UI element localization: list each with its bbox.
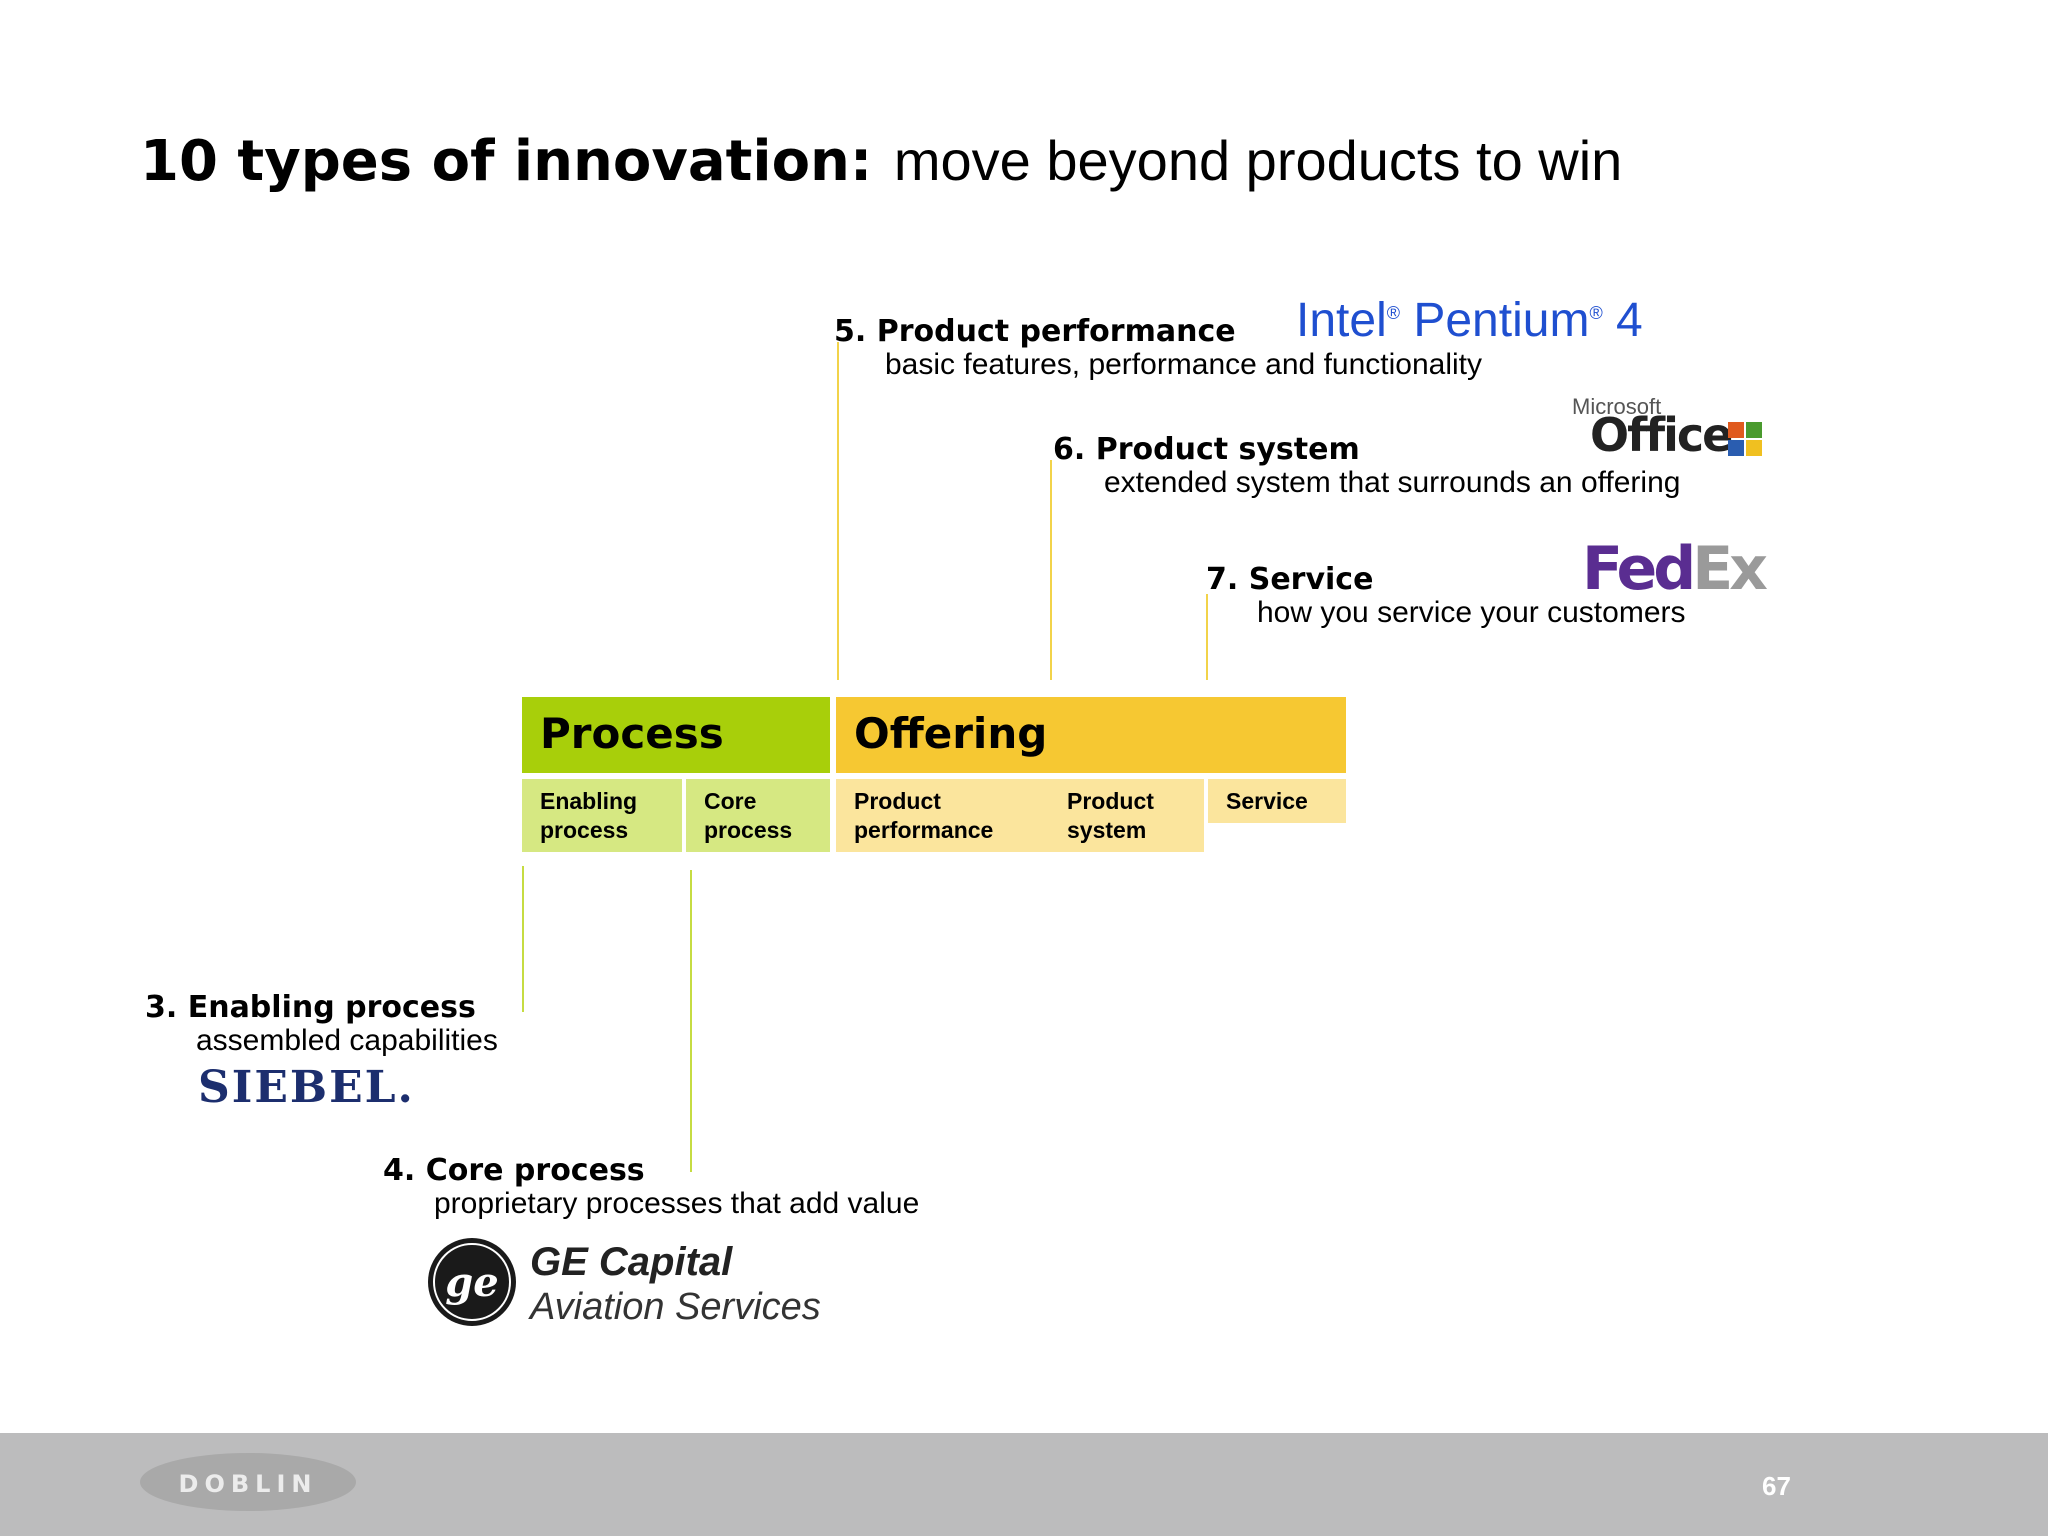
ge-logo-line2: Aviation Services: [530, 1286, 821, 1328]
intel-brand: Intel: [1296, 294, 1387, 347]
doblin-logo-text: DOBLIN: [178, 1470, 318, 1498]
pentium-reg-mark: ®: [1589, 303, 1603, 323]
process-block: Process: [522, 697, 830, 773]
connector-product-system: [1050, 460, 1052, 680]
process-block-label: Process: [540, 709, 724, 758]
connector-core-process: [690, 870, 692, 1172]
subcell-performance-line2: performance: [854, 817, 994, 843]
office-puzzle-icon: [1728, 422, 1762, 456]
subcell-product-performance-and-system: Product performance Product system: [836, 779, 1204, 852]
slide-title-bold: 10 types of innovation:: [140, 129, 873, 194]
subcell-core-process: Core process: [686, 779, 830, 852]
category-desc-product-system: extended system that surrounds an offeri…: [1104, 466, 1681, 499]
doblin-logo: DOBLIN: [140, 1453, 356, 1511]
category-desc-service: how you service your customers: [1257, 596, 1686, 629]
ge-monogram-icon: ge: [428, 1238, 516, 1326]
connector-service: [1206, 594, 1208, 680]
subcell-system-line1: Product: [1067, 788, 1154, 814]
office-logo-product: Office: [1590, 408, 1733, 462]
subcell-core-line2: process: [704, 817, 793, 843]
subcell-service: Service: [1208, 779, 1346, 823]
category-desc-product-performance: basic features, performance and function…: [885, 348, 1482, 381]
category-desc-enabling-process: assembled capabilities: [196, 1024, 498, 1057]
slide-title-rest: move beyond products to win: [893, 129, 1623, 192]
category-head-product-system: 6. Product system: [1053, 432, 1360, 467]
subcell-enabling-line1: Enabling: [540, 788, 638, 814]
page-number: 67: [1762, 1471, 1791, 1501]
category-head-enabling-process: 3. Enabling process: [145, 990, 476, 1025]
microsoft-office-logo: Microsoft Office: [1570, 394, 1766, 464]
subcell-product-performance: Product performance: [854, 787, 993, 845]
subcell-product-system: Product system: [1067, 787, 1154, 845]
subcell-system-line2: system: [1067, 817, 1147, 843]
fedex-logo-part2: Ex: [1692, 534, 1768, 604]
svg-text:ge: ge: [445, 1259, 498, 1306]
intel-pentium-logo: Intel® Pentium® 4: [1296, 293, 1643, 348]
subcell-enabling-process: Enabling process: [522, 779, 682, 852]
slide-footer: DOBLIN 67: [0, 1433, 2048, 1536]
intel-reg-mark: ®: [1386, 303, 1400, 323]
fedex-logo-part1: Fed: [1582, 534, 1696, 604]
subcell-service-line1: Service: [1226, 788, 1308, 814]
subcell-performance-line1: Product: [854, 788, 941, 814]
ge-logo-line1: GE Capital: [530, 1240, 733, 1284]
category-head-service: 7. Service: [1206, 562, 1374, 597]
intel-product: Pentium: [1413, 294, 1590, 347]
category-head-core-process: 4. Core process: [383, 1153, 645, 1188]
ge-capital-logo: ge GE Capital Aviation Services: [426, 1234, 821, 1330]
connector-product-performance: [837, 342, 839, 680]
subcell-enabling-line2: process: [540, 817, 629, 843]
intel-version: 4: [1616, 294, 1643, 347]
offering-block-label: Offering: [854, 709, 1048, 758]
category-desc-core-process: proprietary processes that add value: [434, 1187, 920, 1220]
connector-enabling-process: [522, 866, 524, 1012]
category-head-product-performance: 5. Product performance: [834, 314, 1236, 349]
fedex-logo: FedEx: [1582, 534, 1768, 604]
office-logo-maker: Microsoft: [1572, 394, 1662, 419]
siebel-logo: SIEBEL.: [198, 1062, 415, 1113]
offering-block: Offering: [836, 697, 1346, 773]
subcell-core-line1: Core: [704, 788, 757, 814]
slide-title: 10 types of innovation: move beyond prod…: [140, 128, 1622, 194]
